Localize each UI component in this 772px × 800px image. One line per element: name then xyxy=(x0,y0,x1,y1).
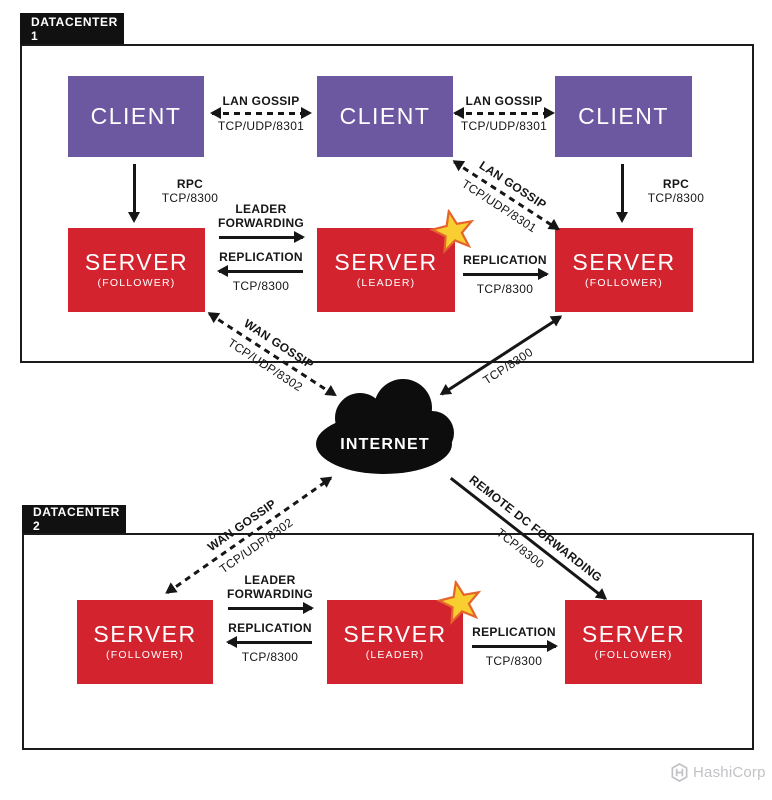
client-node-3-label: CLIENT xyxy=(578,103,669,129)
lan-gossip-link-2-title: LAN GOSSIP xyxy=(465,94,543,108)
replication-arrow-2 xyxy=(226,636,312,648)
hashicorp-logo: HashiCorp xyxy=(670,763,766,782)
replication-link-1: REPLICATION TCP/8300 xyxy=(457,253,553,296)
datacenter2-panel xyxy=(22,533,754,750)
lan-gossip-link-1-title: LAN GOSSIP xyxy=(222,94,300,108)
server-follower-node-3-label: SERVER xyxy=(93,621,197,648)
server-follower-node-2-role: (FOLLOWER) xyxy=(585,277,663,290)
rpc-arrow-2 xyxy=(616,164,628,223)
leader-forwarding-replication-link-1: LEADER FORWARDING REPLICATION TCP/8300 xyxy=(212,202,310,293)
internet-cloud-icon xyxy=(316,379,454,474)
hashicorp-wordmark: HashiCorp xyxy=(693,764,766,781)
client-node-3: CLIENT xyxy=(555,76,692,157)
server-follower-node-1-label: SERVER xyxy=(84,249,189,276)
server-follower-node-2: SERVER (FOLLOWER) xyxy=(555,228,693,312)
lan-gossip-link-2: LAN GOSSIP TCP/UDP/8301 xyxy=(453,94,555,133)
replication-link-1-title: REPLICATION xyxy=(463,253,547,267)
rpc-link-1-title: RPC xyxy=(176,177,204,191)
server-leader-node-2: SERVER (LEADER) xyxy=(327,600,463,684)
server-follower-node-3: SERVER (FOLLOWER) xyxy=(77,600,213,684)
datacenter1-tab: DATACENTER 1 xyxy=(20,13,124,44)
datacenter2-label: DATACENTER 2 xyxy=(33,505,120,533)
replication-label-2: REPLICATION xyxy=(228,621,312,635)
hashicorp-logo-icon xyxy=(671,763,688,782)
client-node-2-label: CLIENT xyxy=(339,103,431,129)
client-node-1-label: CLIENT xyxy=(90,103,182,129)
client-node-2: CLIENT xyxy=(317,76,453,157)
rpc-link-1-protocol: TCP/8300 xyxy=(161,191,219,205)
internet-label: INTERNET xyxy=(340,436,430,453)
server-follower-node-4: SERVER (FOLLOWER) xyxy=(565,600,702,684)
rpc-link-2-protocol: TCP/8300 xyxy=(647,191,705,205)
fwd-repl-protocol-2: TCP/8300 xyxy=(241,650,299,664)
server-follower-node-4-label: SERVER xyxy=(581,621,686,648)
replication-link-2-title: REPLICATION xyxy=(472,625,556,639)
lan-gossip-link-2-protocol: TCP/UDP/8301 xyxy=(460,119,548,133)
rpc-arrow-1 xyxy=(128,164,140,223)
replication-label-1: REPLICATION xyxy=(219,250,303,264)
rpc-link-1: RPC TCP/8300 xyxy=(150,177,230,205)
leader-forwarding-line2: FORWARDING xyxy=(217,216,305,230)
rpc-link-2: RPC TCP/8300 xyxy=(636,177,716,205)
replication-link-2: REPLICATION TCP/8300 xyxy=(466,625,562,668)
server-follower-node-1-role: (FOLLOWER) xyxy=(97,277,176,290)
rpc-link-2-title: RPC xyxy=(662,177,690,191)
server-leader-node-1: SERVER (LEADER) xyxy=(317,228,455,312)
client-node-1: CLIENT xyxy=(68,76,204,157)
datacenter1-label: DATACENTER 1 xyxy=(31,14,118,43)
lan-gossip-link-2-arrow xyxy=(453,107,555,119)
server-leader-node-2-label: SERVER xyxy=(343,621,447,648)
lan-gossip-link-1-protocol: TCP/UDP/8301 xyxy=(217,119,305,133)
fwd-repl-protocol-1: TCP/8300 xyxy=(232,279,290,293)
datacenter2-tab: DATACENTER 2 xyxy=(22,505,126,533)
server-leader-node-2-role: (LEADER) xyxy=(365,649,425,662)
server-follower-node-1: SERVER (FOLLOWER) xyxy=(68,228,205,312)
server-follower-node-4-role: (FOLLOWER) xyxy=(594,649,673,662)
server-leader-node-1-role: (LEADER) xyxy=(356,277,416,290)
server-follower-node-2-label: SERVER xyxy=(572,249,676,276)
lan-gossip-link-1-arrow xyxy=(210,107,312,119)
replication-link-2-protocol: TCP/8300 xyxy=(485,654,543,668)
replication-link-1-arrow xyxy=(463,268,549,280)
server-leader-node-1-label: SERVER xyxy=(334,249,438,276)
leader-forwarding-line1-dc2: LEADER xyxy=(244,573,296,587)
server-follower-node-3-role: (FOLLOWER) xyxy=(106,649,184,662)
leader-forwarding-arrow-1 xyxy=(219,231,305,243)
leader-star-icon-1 xyxy=(429,208,475,255)
leader-star-icon-2 xyxy=(436,579,482,626)
replication-arrow-1 xyxy=(217,265,303,277)
leader-forwarding-arrow-2 xyxy=(228,602,314,614)
replication-link-1-protocol: TCP/8300 xyxy=(476,282,534,296)
lan-gossip-link-1: LAN GOSSIP TCP/UDP/8301 xyxy=(210,94,312,133)
leader-forwarding-replication-link-2: LEADER FORWARDING REPLICATION TCP/8300 xyxy=(222,573,318,664)
leader-forwarding-line2-dc2: FORWARDING xyxy=(226,587,314,601)
datacenter1-panel xyxy=(20,44,754,363)
leader-forwarding-line1: LEADER xyxy=(235,202,287,216)
replication-link-2-arrow xyxy=(472,640,558,652)
